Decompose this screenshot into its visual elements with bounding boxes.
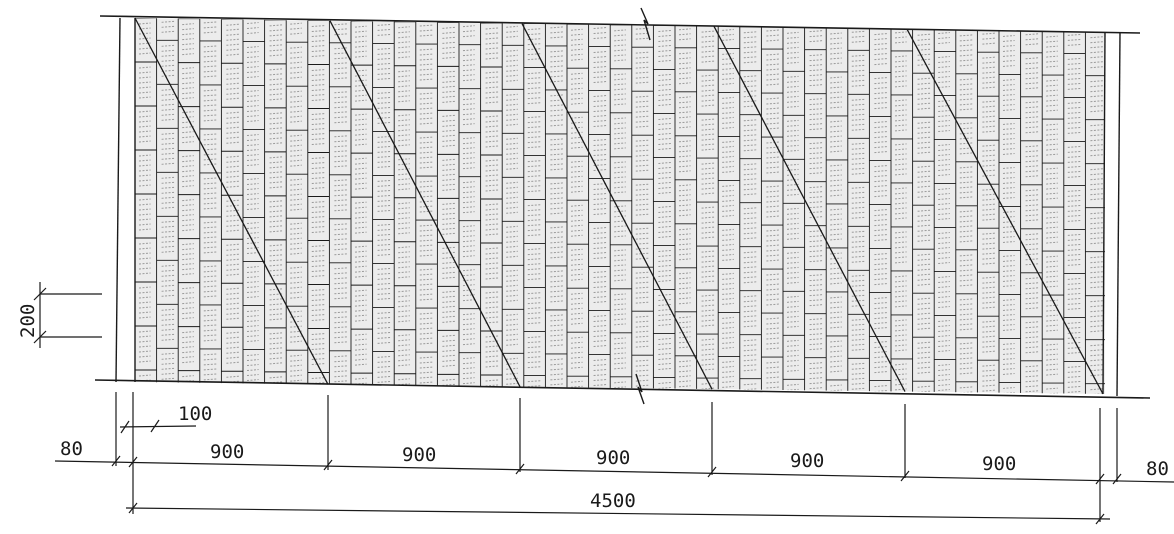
total-dimension [125,502,1111,525]
offset-dimension [119,419,197,434]
left-end-label: 80 [60,438,83,460]
diagonal-brace-5 [906,28,1104,395]
top-break-mark [640,7,651,41]
height-dimension-label: 200 [17,304,39,338]
diagonal-brace-1 [134,17,329,385]
extension-lines [115,392,1118,522]
bay-dimension-chain [54,455,1174,485]
total-dimension-label: 4500 [590,490,636,512]
height-dimension [33,282,102,348]
wall-top-line [99,15,1141,34]
wall-bottom-line [94,379,1151,399]
diagonal-braces [134,17,1104,395]
bay-label-3: 900 [596,447,630,469]
bay-label-4: 900 [790,450,824,472]
diagonal-brace-4 [713,26,906,392]
right-post-inner [1102,31,1106,395]
diagonal-brace-3 [521,23,713,390]
diagonal-brace-2 [329,20,521,388]
bay-label-1: 900 [210,441,244,463]
offset-dimension-label: 100 [178,403,212,425]
bay-label-2: 900 [402,444,436,466]
bottom-break-mark [635,373,645,405]
right-end-label: 80 [1146,458,1169,480]
right-post-outer [1116,32,1121,397]
left-post-outer [115,17,121,383]
bay-label-5: 900 [982,453,1016,475]
